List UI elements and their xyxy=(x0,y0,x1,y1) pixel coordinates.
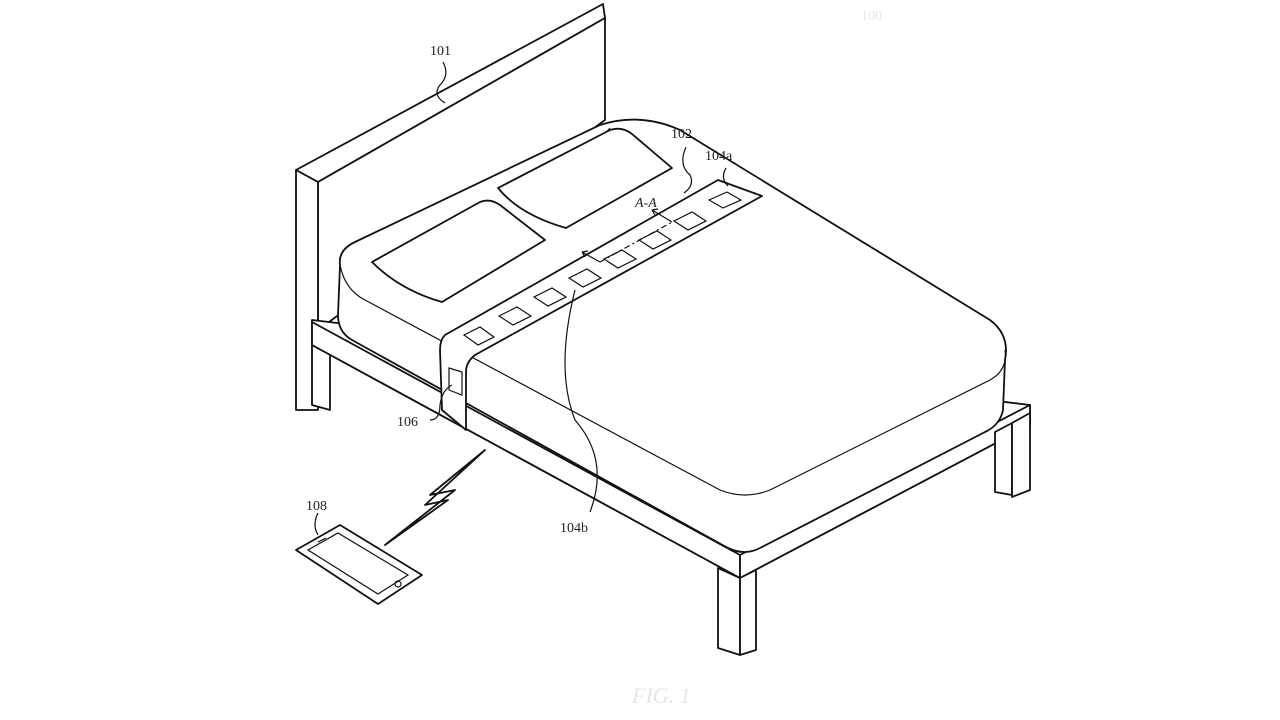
figure-title: FIG. 1 xyxy=(631,683,691,708)
label-controller: 106 xyxy=(397,415,418,430)
leader-lines xyxy=(314,61,729,536)
label-sensor-b: 104b xyxy=(560,521,588,536)
sensor-pads xyxy=(448,191,743,396)
label-system: 100 xyxy=(861,9,882,24)
wireless-signal-icon xyxy=(384,449,486,546)
mobile-device xyxy=(295,524,423,605)
label-device: 108 xyxy=(306,499,327,514)
sensor-strap xyxy=(439,179,763,431)
label-sensor-a: 104a xyxy=(705,149,733,164)
pillows xyxy=(371,127,673,303)
label-strap: 102 xyxy=(671,127,692,142)
label-section: A-A xyxy=(634,196,657,211)
label-bed: 101 xyxy=(430,44,451,59)
